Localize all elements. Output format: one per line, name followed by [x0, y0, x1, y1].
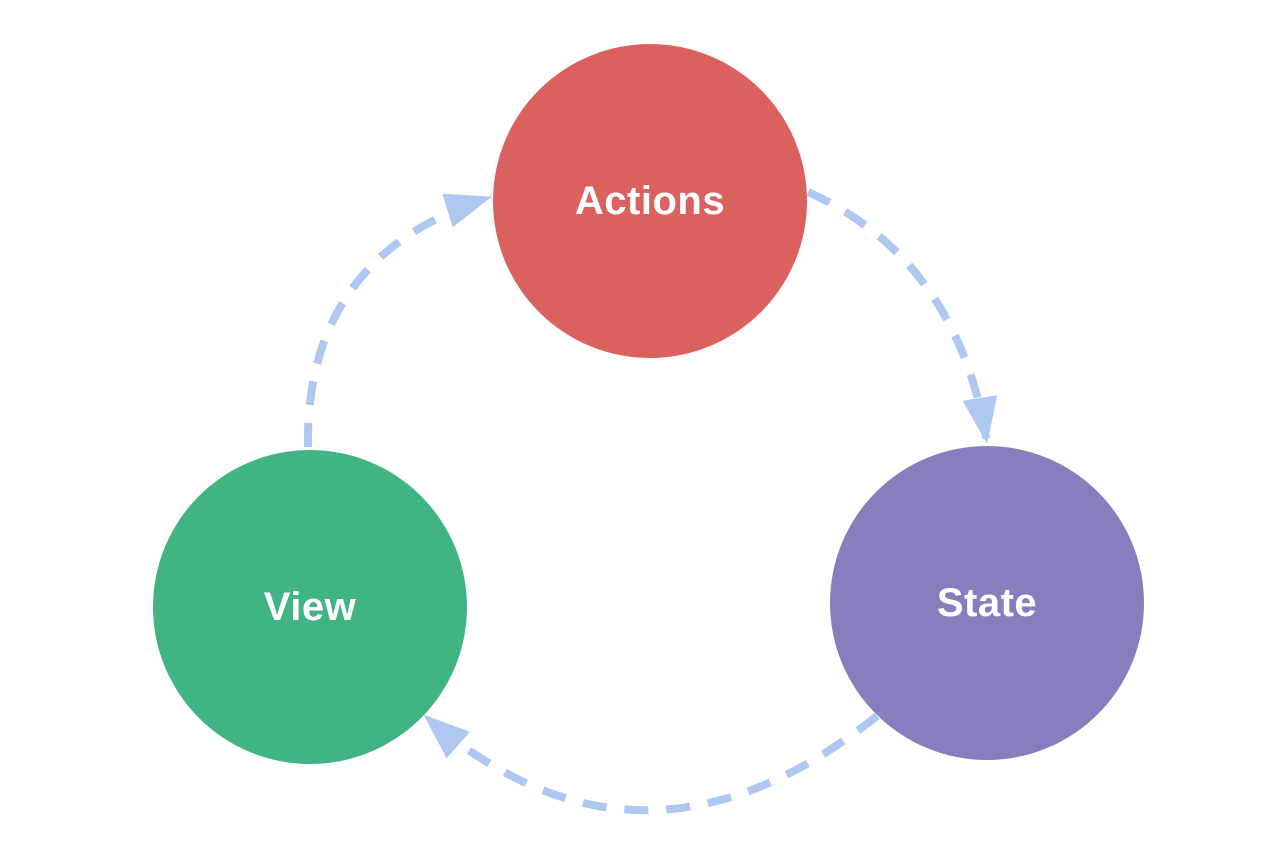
node-actions-label: Actions	[574, 179, 726, 223]
node-actions: Actions	[493, 44, 807, 358]
arrow-view-to-actions	[303, 193, 493, 448]
node-state: State	[830, 446, 1144, 760]
node-view: View	[153, 450, 467, 764]
node-state-label: State	[936, 581, 1038, 625]
node-view-label: View	[263, 585, 357, 629]
arrow-state-to-view	[421, 711, 880, 815]
arrow-actions-to-state	[806, 188, 998, 444]
